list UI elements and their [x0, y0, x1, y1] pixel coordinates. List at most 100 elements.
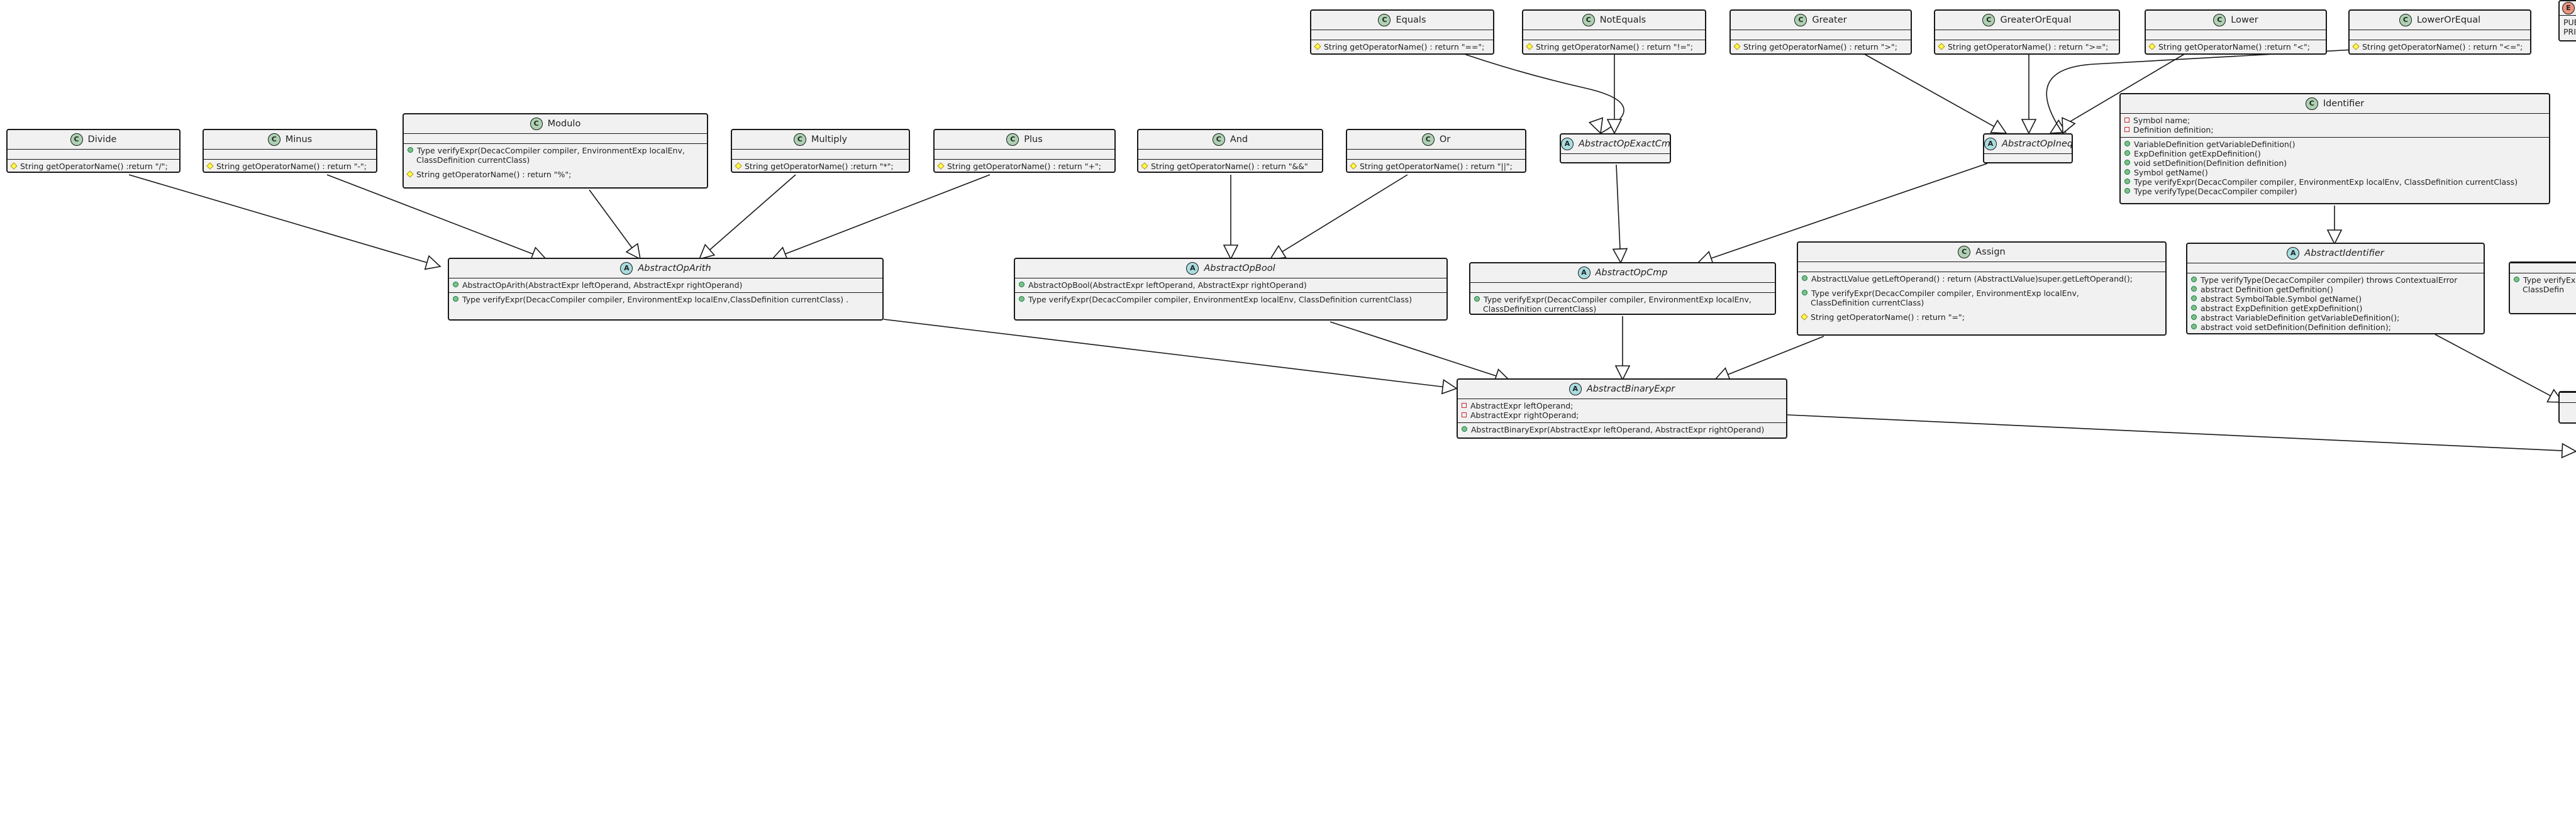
public-visibility-icon [2124, 141, 2130, 146]
public-visibility-icon [2191, 286, 2197, 292]
inheritance-edge-divide [128, 174, 441, 270]
clipped-r2-class-box[interactable] [2558, 391, 2576, 424]
member-text: ClassDefinition currentClass) [1811, 298, 1924, 307]
inheritance-arrowhead-icon [1223, 245, 1239, 260]
class-name: AbstractOpExactCmp [1579, 139, 1671, 149]
abstract-class-badge-icon: A [1568, 383, 1582, 395]
class-name: AbstractBinaryExpr [1586, 384, 1675, 394]
fields-section [2187, 263, 2484, 273]
class-name: AbstractOpIneq [2002, 139, 2073, 149]
class-badge-icon: C [793, 133, 806, 146]
member-spacer [408, 165, 703, 170]
methods-section: String getOperatorName() :return "<"; [2146, 40, 2326, 53]
methods-section: String getOperatorName() : return ">="; [1935, 40, 2119, 53]
methods-section: AbstractLValue getLeftOperand() : return… [1798, 272, 2165, 324]
fields-section [1138, 149, 1322, 159]
inheritance-edge-or [1269, 174, 1408, 260]
methods-section: Type verifyExpr(DecacCompiler compiler, … [1015, 292, 1446, 307]
member-spacer [1802, 307, 2162, 312]
methods-section: VariableDefinition getVariableDefinition… [2121, 137, 2549, 199]
edge-line [1855, 48, 1995, 127]
member-spacer [1802, 283, 2162, 289]
protected-visibility-icon [406, 170, 414, 178]
public-visibility-icon [2191, 277, 2197, 282]
edge-line [1787, 414, 2563, 451]
member-text: VariableDefinition getVariableDefinition… [2134, 140, 2296, 149]
inheritance-edge-minus [326, 174, 547, 261]
public-visibility-icon [1802, 290, 1807, 295]
inheritance-arrowhead-icon [424, 255, 441, 270]
methods-section: Type verifyExpr(DecacCompiler compiler, … [1470, 292, 1775, 314]
edge-line [2062, 48, 2194, 127]
inheritance-arrowhead-icon [1612, 248, 1628, 264]
fields-section [935, 149, 1114, 159]
member-text: PRI [2563, 27, 2576, 36]
inheritance-edge-plus [771, 174, 991, 261]
method-row: Type verifyType(DecacCompiler compiler) … [2191, 275, 2480, 285]
fields-section: AbstractOpBool(AbstractExpr leftOperand,… [1015, 278, 1446, 292]
member-text: abstract SymbolTable.Symbol getName() [2201, 294, 2362, 304]
class-name: Identifier [2323, 99, 2365, 109]
class-name: Assign [1975, 247, 2006, 257]
inheritance-edge-greater [1855, 48, 2007, 134]
abstract-class-badge-icon: A [620, 262, 633, 275]
protected-visibility-icon [1733, 43, 1741, 50]
edge-line [128, 174, 428, 263]
fields-section: AbstractOpArith(AbstractExpr leftOperand… [449, 278, 882, 292]
method-row: String getOperatorName() : return "%"; [406, 170, 703, 179]
class-name: GreaterOrEqual [2000, 15, 2072, 25]
fields-section [1470, 282, 1775, 292]
member-text: abstract void setDefinition(Definition d… [2201, 322, 2391, 332]
member-text: Symbol name; [2133, 116, 2190, 125]
member-text: AbstractBinaryExpr(AbstractExpr leftOper… [1471, 425, 1765, 434]
method-row: String getOperatorName() :return "<"; [2148, 42, 2322, 52]
fields-section [2510, 263, 2576, 273]
inheritance-arrowhead-icon [2062, 117, 2076, 135]
class-badge-icon: C [1582, 14, 1595, 26]
member-text: abstract ExpDefinition getExpDefinition(… [2201, 304, 2363, 313]
inheritance-arrowhead-icon [1614, 365, 1631, 381]
method-row: abstract Definition getDefinition() [2191, 285, 2480, 294]
protected-visibility-icon [937, 162, 945, 170]
clipped-enum-class-box[interactable]: EPUBPRI [2558, 0, 2576, 41]
inheritance-arrowhead-icon [698, 243, 716, 260]
member-text: PUB [2563, 18, 2576, 27]
inheritance-edge-modulo [589, 189, 641, 260]
field-row: PRI [2563, 27, 2576, 36]
methods-section: Type verifyType(DecacCompiler compiler) … [2187, 273, 2484, 333]
member-text: String getOperatorName() : return "||"; [1360, 162, 1513, 171]
methods-section [2560, 402, 2576, 412]
member-text: void setDefinition(Definition definition… [2134, 158, 2287, 168]
fields-section [1731, 30, 1911, 40]
class-badge-icon: C [70, 133, 83, 146]
member-text: String getOperatorName() : return "&&" [1151, 162, 1308, 171]
method-row: String getOperatorName() : return "="; [1801, 312, 2162, 322]
fields-section [2146, 30, 2326, 40]
